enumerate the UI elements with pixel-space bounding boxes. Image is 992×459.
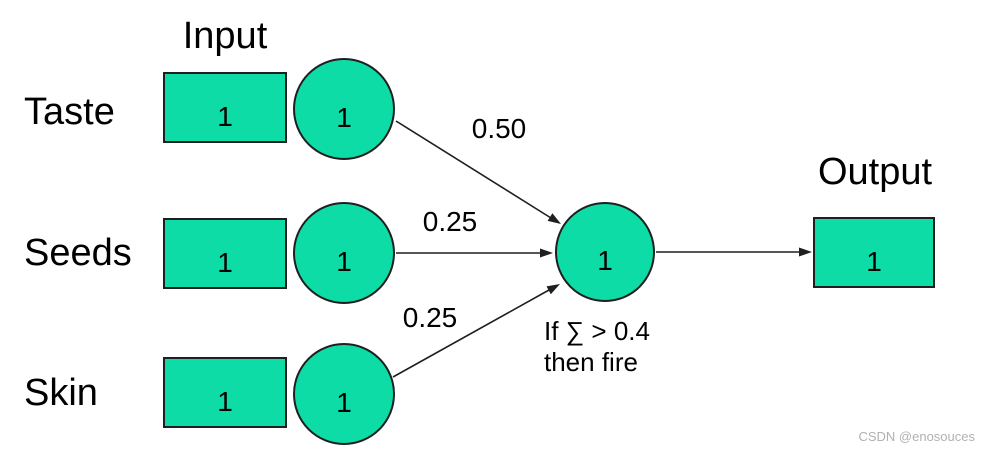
row-label-taste: Taste <box>24 91 115 133</box>
fire-rule-line1: If ∑ > 0.4 <box>544 316 650 346</box>
arrowhead-icon <box>547 213 561 224</box>
input-neuron-seeds: 1 <box>293 202 395 304</box>
watermark: CSDN @enosouces <box>858 429 975 444</box>
weight-label-skin: 0.25 <box>402 302 458 333</box>
arrowhead-icon <box>540 248 553 258</box>
fire-rule-line2: then fire <box>544 347 638 377</box>
row-label-skin: Skin <box>24 372 98 414</box>
seeds-to-sum-connection <box>396 248 553 258</box>
output-title: Output <box>817 151 933 193</box>
weight-label-taste: 0.50 <box>471 113 527 144</box>
input-neuron-seeds-value: 1 <box>336 246 352 277</box>
arrowhead-icon <box>546 284 560 295</box>
input-box-skin-value: 1 <box>217 385 233 417</box>
sum-neuron: 1 <box>555 202 655 302</box>
input-neuron-skin: 1 <box>293 343 395 445</box>
output-box: 1 <box>813 217 935 288</box>
input-neuron-skin-value: 1 <box>336 387 352 418</box>
arrowhead-icon <box>799 247 812 257</box>
input-box-seeds: 1 <box>163 218 287 289</box>
sum-neuron-value: 1 <box>597 245 613 276</box>
input-box-taste: 1 <box>163 72 287 143</box>
input-neuron-taste-value: 1 <box>336 102 352 133</box>
input-title: Input <box>182 15 268 57</box>
input-box-taste-value: 1 <box>217 100 233 132</box>
weight-label-seeds: 0.25 <box>422 206 478 237</box>
fire-rule: If ∑ > 0.4 then fire <box>544 316 650 378</box>
row-label-seeds: Seeds <box>24 232 132 274</box>
input-neuron-taste: 1 <box>293 58 395 160</box>
input-box-skin: 1 <box>163 357 287 428</box>
input-box-seeds-value: 1 <box>217 246 233 278</box>
output-box-value: 1 <box>866 245 882 277</box>
sum-to-output-connection <box>656 247 812 257</box>
